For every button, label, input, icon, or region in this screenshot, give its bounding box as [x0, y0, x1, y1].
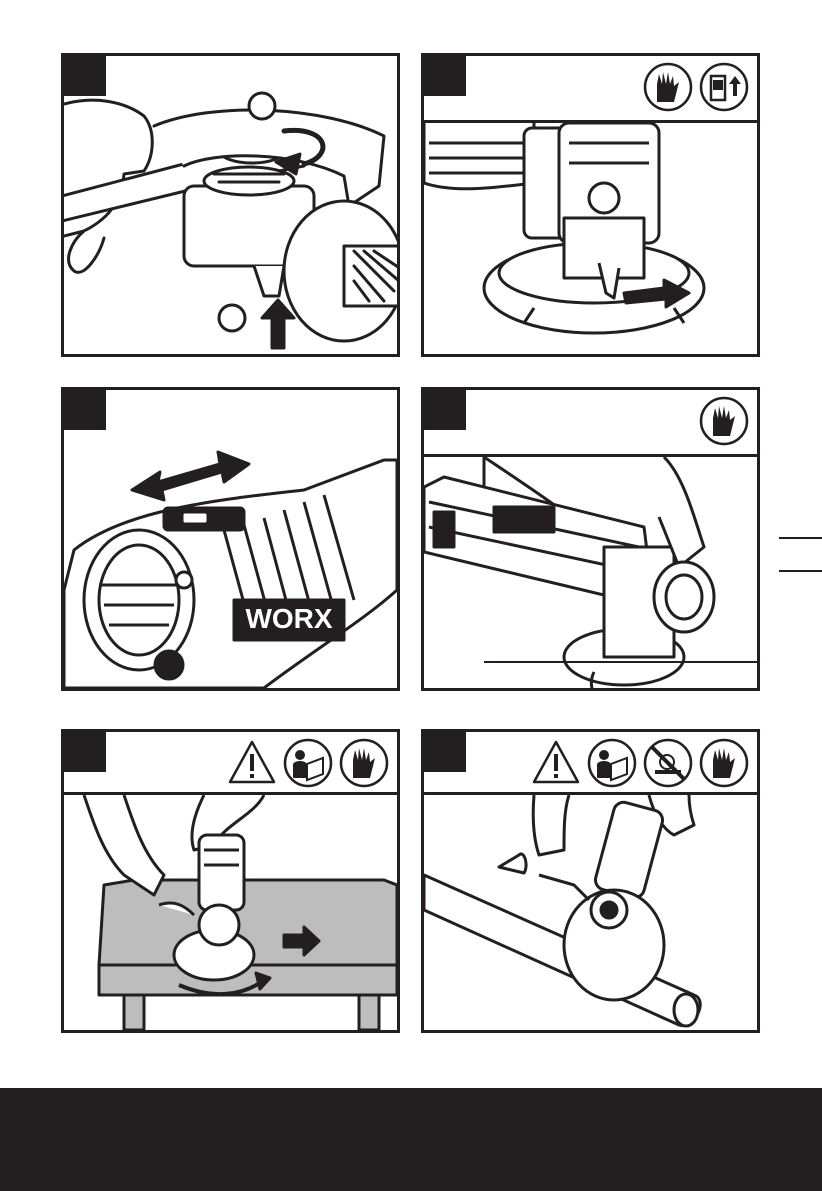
panel-icons — [227, 738, 389, 788]
step-number-tab — [424, 732, 466, 772]
gloves-icon — [643, 62, 693, 112]
step-number-tab — [424, 390, 466, 430]
step-panel-6 — [421, 729, 760, 1033]
step-number-tab — [424, 56, 466, 96]
illustration-switch-slide: WORX — [64, 390, 397, 688]
panel-icons — [699, 396, 749, 446]
read-manual-icon — [283, 738, 333, 788]
step-panel-4 — [421, 387, 760, 691]
warning-icon — [531, 738, 581, 788]
illustration-guard-adjust — [424, 123, 757, 354]
illustration-grinding-pipe — [424, 795, 757, 1030]
step-panel-2 — [421, 53, 760, 357]
step-panel-3: WORX — [61, 387, 400, 691]
gloves-icon — [339, 738, 389, 788]
panel-icons — [643, 62, 749, 112]
gloves-icon — [699, 396, 749, 446]
illustration-holding-grinder — [424, 457, 757, 688]
illustration-grinding-table — [64, 795, 397, 1030]
panel-icons — [531, 738, 749, 788]
step-panel-1 — [61, 53, 400, 357]
margin-mark-top — [779, 537, 822, 539]
read-manual-icon — [587, 738, 637, 788]
warning-icon — [227, 738, 277, 788]
illustration-spanner-disc — [64, 56, 397, 354]
no-cutting-icon — [643, 738, 693, 788]
footer-band — [0, 1088, 822, 1191]
gloves-icon — [699, 738, 749, 788]
step-number-tab — [64, 732, 106, 772]
step-panel-5 — [61, 729, 400, 1033]
brand-logo: WORX — [245, 603, 332, 634]
battery-remove-icon — [699, 62, 749, 112]
margin-mark-bottom — [779, 570, 822, 572]
